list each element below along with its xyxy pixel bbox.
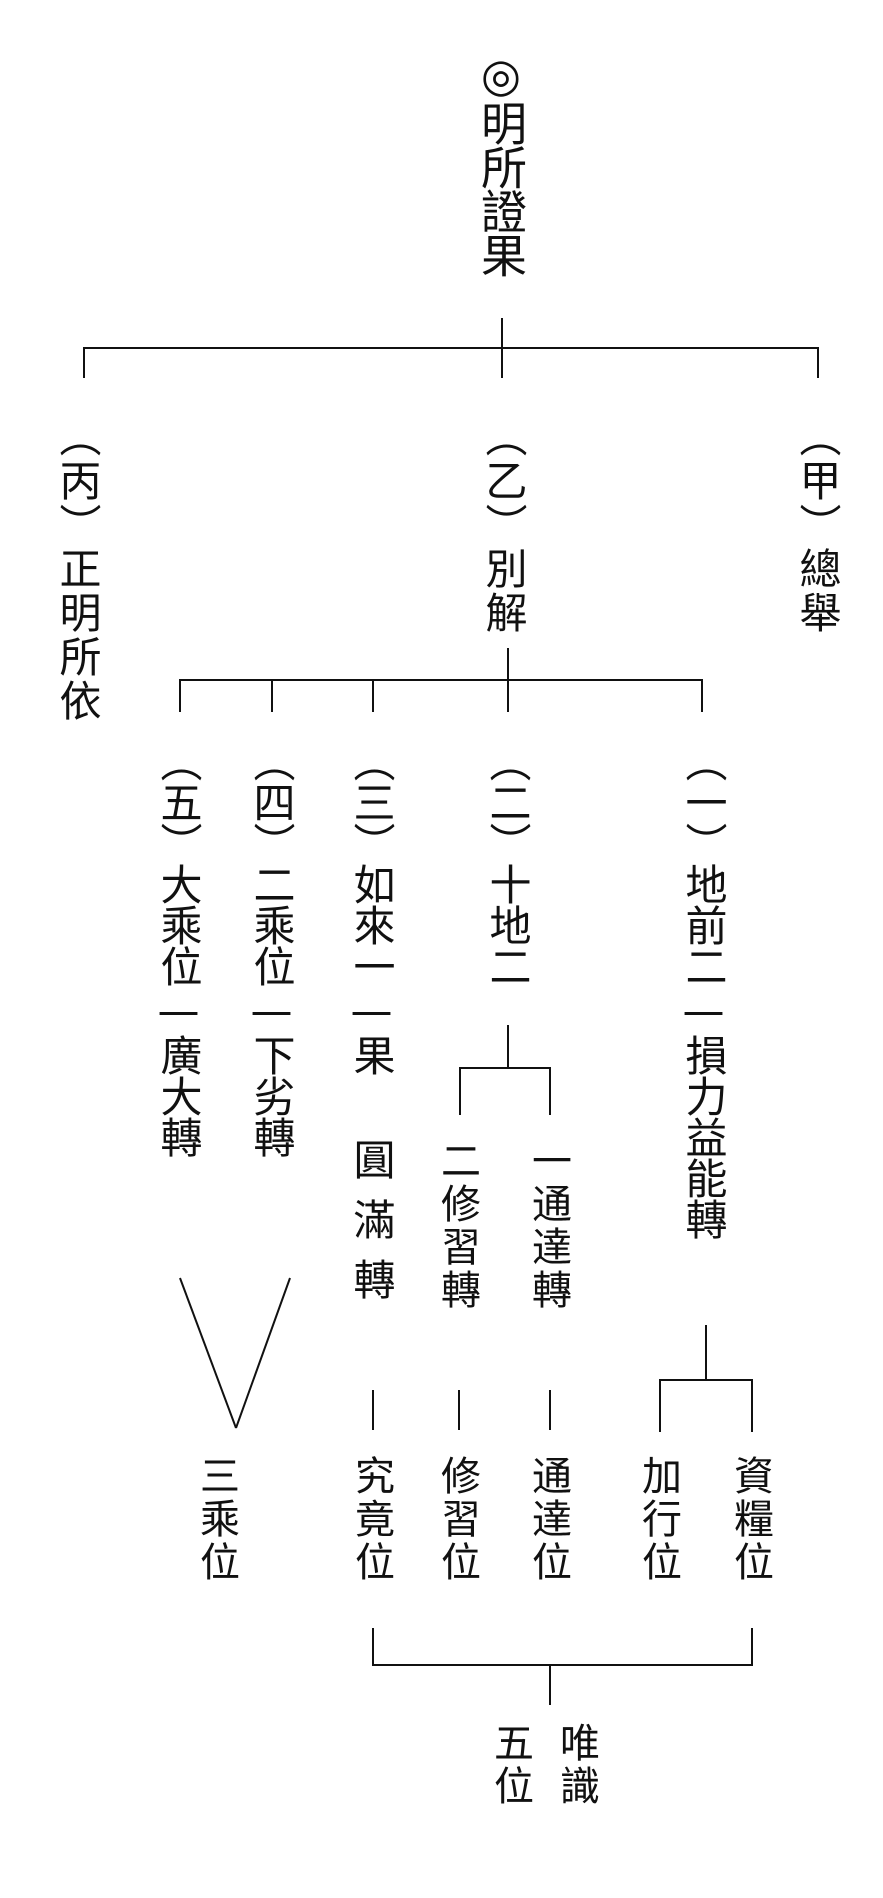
- v-left: [179, 1277, 237, 1429]
- branch-yi: （乙）別解: [479, 415, 528, 635]
- bottom-wei-shi: 唯識: [553, 1722, 599, 1808]
- branch-jia: （甲）總舉: [793, 415, 842, 635]
- sub-4: （四）二乘位—下劣轉: [247, 740, 296, 1157]
- leaf-tong-da-zhuan: 一通達轉: [525, 1140, 571, 1312]
- sub-2: （二）十地二: [483, 740, 532, 986]
- root-label: ◎明所證果: [474, 48, 528, 276]
- leaf-jia-xing-wei: 加行位: [635, 1455, 681, 1584]
- v-right: [235, 1277, 291, 1429]
- leaf-xiu-xi-zhuan: 二修習轉: [434, 1140, 480, 1312]
- sub-3-cont: 圓滿轉: [347, 1138, 396, 1318]
- sub-5: （五）大乘位—廣大轉: [154, 740, 203, 1157]
- leaf-xiu-xi-wei: 修習位: [434, 1455, 480, 1584]
- sub-3: （三）如來一—果: [347, 740, 396, 1075]
- leaf-san-cheng-wei: 三乘位: [193, 1455, 239, 1584]
- branch-bing: （丙）正明所依: [53, 415, 102, 723]
- leaf-jiu-jing-wei: 究竟位: [348, 1455, 394, 1584]
- leaf-tong-da-wei: 通達位: [525, 1455, 571, 1584]
- leaf-zi-liang-wei: 資糧位: [727, 1455, 773, 1584]
- sub-1: （一）地前二—損力益能轉: [679, 740, 728, 1239]
- bottom-wu-wei: 五位: [487, 1722, 533, 1808]
